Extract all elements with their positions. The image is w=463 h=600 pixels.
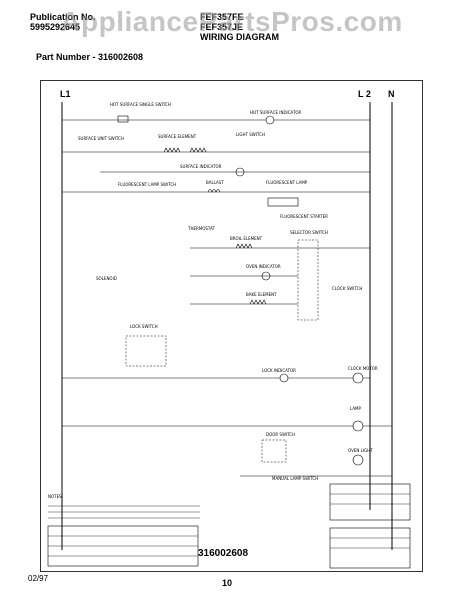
- label-surface-element: SURFACE ELEMENT: [158, 134, 197, 139]
- label-hot-surface-switch: HOT SURFACE SINGLE SWITCH: [110, 102, 171, 107]
- part-number: Part Number - 316002608: [36, 52, 144, 62]
- label-selector-switch: SELECTOR SWITCH: [290, 230, 328, 235]
- model-line-2: FEF357JE: [200, 22, 244, 32]
- label-clock-switch: CLOCK SWITCH: [332, 286, 362, 291]
- diagram-title: WIRING DIAGRAM: [200, 32, 279, 42]
- diagram-code: 316002608: [198, 548, 249, 559]
- label-door-switch: DOOR SWITCH: [266, 432, 295, 437]
- label-lock-switch: LOCK SWITCH: [130, 324, 158, 329]
- footer-page-number: 10: [222, 578, 233, 588]
- line-label-l2: L 2: [358, 89, 371, 99]
- label-manual-lamp-switch: MANUAL LAMP SWITCH: [272, 476, 318, 481]
- label-thermostat: THERMOSTAT: [187, 226, 215, 231]
- label-clock-motor: CLOCK MOTOR: [348, 366, 378, 371]
- wiring-diagram-svg: L1 L 2 N HOT SURFACE SINGLE SWITCH HOT S…: [40, 80, 423, 572]
- line-label-l1: L1: [60, 89, 71, 99]
- label-lock-indicator: LOCK INDICATOR: [262, 368, 296, 373]
- label-fluorescent-starter: FLUORESCENT STARTER: [280, 214, 328, 219]
- label-surface-indicator: SURFACE INDICATOR: [180, 164, 222, 169]
- label-ballast: BALLAST: [206, 180, 224, 185]
- label-solenoid: SOLENOID: [96, 276, 117, 281]
- label-light-switch: LIGHT SWITCH: [236, 132, 265, 137]
- label-fluorescent-lamp: FLUORESCENT LAMP: [266, 180, 308, 185]
- label-bake-element: BAKE ELEMENT: [246, 292, 277, 297]
- wiring-diagram: L1 L 2 N HOT SURFACE SINGLE SWITCH HOT S…: [40, 80, 423, 572]
- label-hot-surface-indicator: HOT SURFACE INDICATOR: [250, 110, 302, 115]
- line-label-n: N: [388, 89, 395, 99]
- footer-date: 02/97: [28, 574, 49, 583]
- label-oven-indicator: OVEN INDICATOR: [246, 264, 281, 269]
- label-broil-element: BROIL ELEMENT: [230, 236, 263, 241]
- label-notes: NOTES:: [48, 494, 63, 499]
- watermark: AppliancePartsPros.com: [60, 6, 403, 37]
- model-numbers: FEF357FE FEF357JE: [200, 12, 244, 32]
- label-lamp: LAMP: [350, 406, 362, 411]
- model-line-1: FEF357FE: [200, 12, 244, 22]
- label-fluorescent-lamp-switch: FLUORESCENT LAMP SWITCH: [118, 182, 176, 187]
- lock-table: [329, 483, 411, 521]
- publication-number: 5995292645: [30, 22, 81, 32]
- label-surface-unit-switch: SURFACE UNIT SWITCH: [78, 136, 124, 141]
- publication-label: Publication No.: [30, 12, 96, 22]
- label-oven-light: OVEN LIGHT: [348, 448, 373, 453]
- publication-block: Publication No. 5995292645: [30, 12, 96, 32]
